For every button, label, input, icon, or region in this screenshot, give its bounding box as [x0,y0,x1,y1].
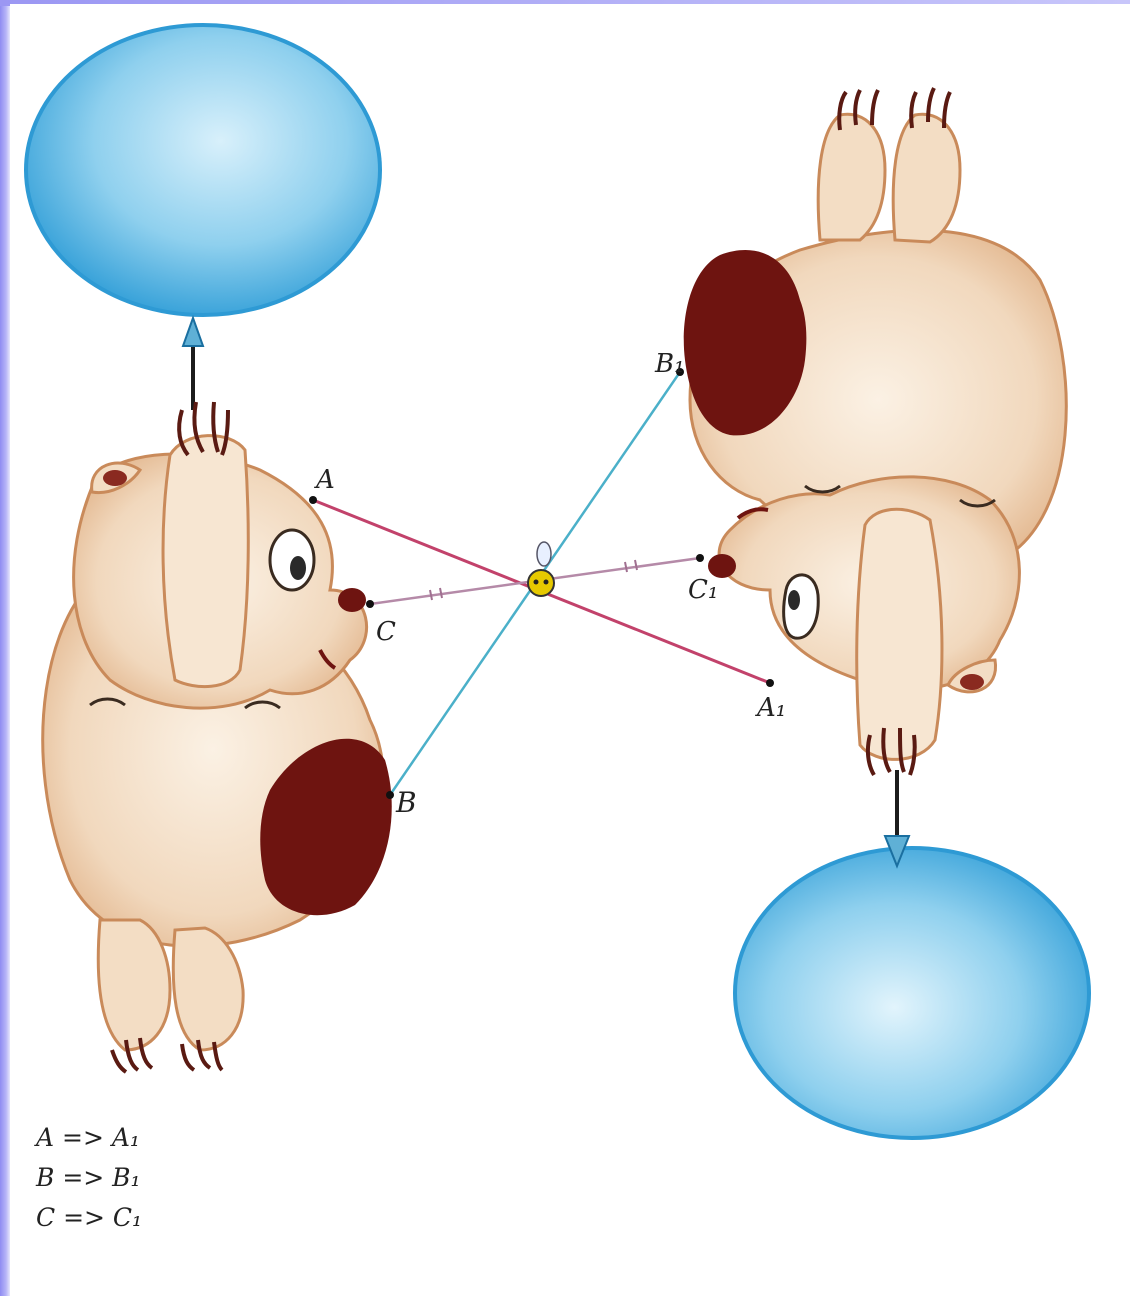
mapping-list: A => A₁ B => B₁ C => C₁ [36,1118,142,1238]
point-C1 [696,554,704,562]
label-A: A [314,465,335,495]
label-C: C [376,617,396,647]
left-bear-arm [163,436,248,687]
right-balloon [735,848,1089,1138]
left-balloon [26,25,380,315]
center-of-symmetry [528,542,554,596]
right-bear-eye [784,575,819,638]
left-bear-inner-ear [103,470,127,486]
label-B1: B₁ [654,349,685,379]
point-B [386,791,394,799]
right-bear-leg-2 [893,114,960,242]
right-bear-leg-1 [818,114,885,240]
left-bear-leg-2 [173,928,243,1050]
center-point-icon [528,570,554,596]
bee-wing-icon [537,542,551,566]
left-bear-eye [270,530,314,590]
mapping-A: A => A₁ [36,1118,142,1158]
bee-eye-icon-1 [534,580,539,585]
label-A1: A₁ [755,693,786,723]
point-A1 [766,679,774,687]
mapping-C: C => C₁ [36,1198,142,1238]
left-bear-with-balloon [26,25,392,1072]
right-bear-with-balloon [684,88,1089,1138]
left-bear-leg-1 [98,920,170,1050]
left-bear-pupil [290,556,306,580]
left-balloon-knot [183,318,203,346]
point-C [366,600,374,608]
label-C1: C₁ [688,575,718,605]
right-bear-inner-ear [960,674,984,690]
point-A [309,496,317,504]
label-B: B [395,786,417,819]
mapping-B: B => B₁ [36,1158,142,1198]
bee-eye-icon-2 [544,580,549,585]
left-bear-nose [338,588,366,612]
right-bear-arm [857,509,942,759]
right-bear-pupil [788,590,800,610]
